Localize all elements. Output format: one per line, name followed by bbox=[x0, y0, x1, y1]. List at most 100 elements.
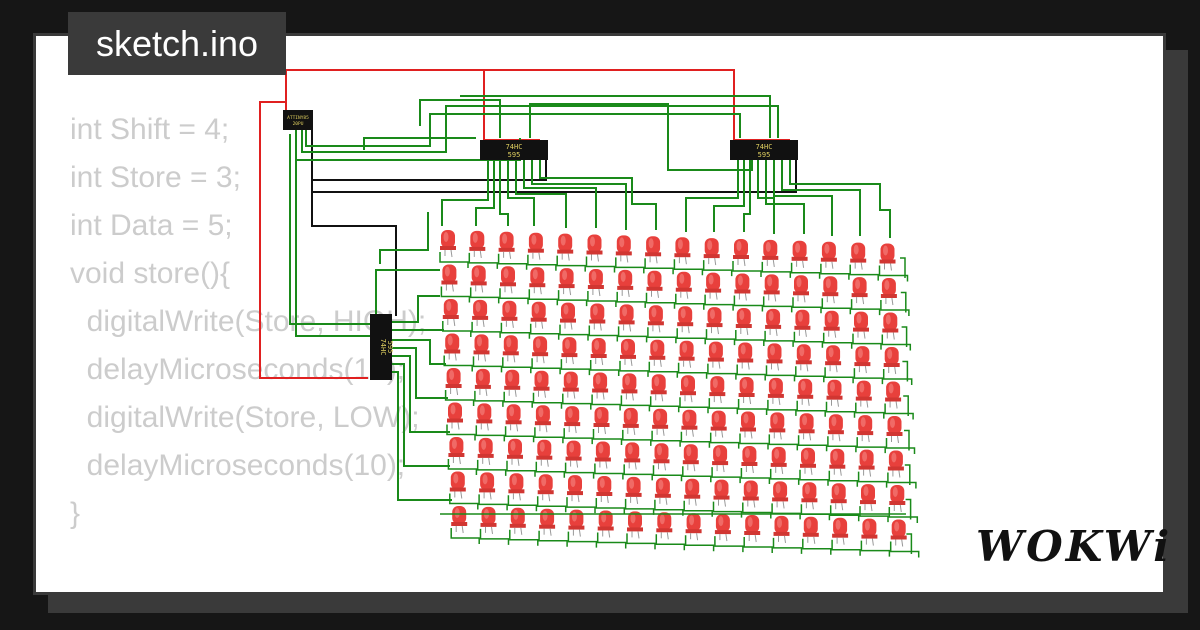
led[interactable] bbox=[762, 239, 779, 267]
led[interactable] bbox=[826, 379, 843, 407]
led[interactable] bbox=[855, 380, 872, 408]
led[interactable] bbox=[441, 264, 458, 292]
led[interactable] bbox=[647, 305, 664, 333]
shift-register-3[interactable]: 74HC 595 bbox=[370, 314, 394, 380]
led[interactable] bbox=[887, 450, 904, 478]
led[interactable] bbox=[449, 471, 466, 499]
led[interactable] bbox=[763, 274, 780, 302]
led[interactable] bbox=[480, 506, 497, 534]
led[interactable] bbox=[473, 334, 490, 362]
led[interactable] bbox=[505, 404, 522, 432]
led[interactable] bbox=[794, 309, 811, 337]
led[interactable] bbox=[741, 446, 758, 474]
led[interactable] bbox=[564, 406, 581, 434]
led[interactable] bbox=[853, 311, 869, 339]
led[interactable] bbox=[709, 376, 726, 404]
led[interactable] bbox=[476, 403, 493, 431]
led[interactable] bbox=[829, 448, 846, 476]
led[interactable] bbox=[592, 372, 609, 400]
led[interactable] bbox=[793, 275, 809, 303]
led[interactable] bbox=[712, 445, 729, 473]
led[interactable] bbox=[560, 302, 576, 330]
led[interactable] bbox=[832, 517, 849, 545]
led[interactable] bbox=[509, 507, 526, 535]
led[interactable] bbox=[795, 344, 812, 372]
led[interactable] bbox=[684, 478, 701, 506]
led[interactable] bbox=[646, 270, 663, 298]
led[interactable] bbox=[539, 508, 556, 536]
led[interactable] bbox=[530, 301, 547, 329]
led[interactable] bbox=[705, 272, 722, 300]
led[interactable] bbox=[508, 473, 525, 501]
led[interactable] bbox=[737, 342, 754, 370]
led[interactable] bbox=[682, 444, 699, 472]
led[interactable] bbox=[714, 514, 731, 542]
led[interactable] bbox=[677, 306, 694, 334]
led[interactable] bbox=[827, 414, 844, 442]
led[interactable] bbox=[504, 369, 521, 397]
led[interactable] bbox=[685, 513, 702, 541]
led[interactable] bbox=[802, 516, 819, 544]
led[interactable] bbox=[477, 437, 494, 465]
led[interactable] bbox=[825, 345, 842, 373]
led[interactable] bbox=[801, 482, 818, 510]
led[interactable] bbox=[713, 479, 730, 507]
led[interactable] bbox=[703, 238, 720, 266]
led[interactable] bbox=[733, 239, 749, 267]
led[interactable] bbox=[772, 481, 789, 509]
led[interactable] bbox=[797, 378, 814, 406]
led[interactable] bbox=[442, 299, 459, 327]
led[interactable] bbox=[562, 371, 579, 399]
led[interactable] bbox=[586, 234, 603, 262]
led[interactable] bbox=[858, 449, 875, 477]
led[interactable] bbox=[587, 269, 604, 297]
led[interactable] bbox=[470, 265, 487, 293]
led[interactable] bbox=[596, 476, 613, 504]
led[interactable] bbox=[791, 240, 808, 268]
led[interactable] bbox=[889, 485, 906, 513]
led[interactable] bbox=[649, 339, 666, 367]
led[interactable] bbox=[451, 506, 468, 534]
led[interactable] bbox=[885, 381, 902, 409]
led[interactable] bbox=[744, 515, 761, 543]
led[interactable] bbox=[532, 336, 549, 364]
led[interactable] bbox=[890, 519, 907, 547]
led[interactable] bbox=[710, 410, 727, 438]
led[interactable] bbox=[850, 242, 867, 270]
led[interactable] bbox=[823, 310, 840, 338]
led[interactable] bbox=[593, 407, 610, 435]
led[interactable] bbox=[645, 236, 662, 264]
led[interactable] bbox=[558, 268, 575, 296]
led[interactable] bbox=[654, 477, 671, 505]
led[interactable] bbox=[652, 408, 669, 436]
led[interactable] bbox=[529, 267, 546, 295]
led[interactable] bbox=[561, 337, 578, 365]
led[interactable] bbox=[597, 510, 614, 538]
led[interactable] bbox=[590, 338, 607, 366]
led[interactable] bbox=[857, 415, 874, 443]
led[interactable] bbox=[740, 411, 756, 439]
led[interactable] bbox=[502, 335, 519, 363]
led[interactable] bbox=[469, 230, 486, 258]
led[interactable] bbox=[448, 437, 465, 465]
led[interactable] bbox=[798, 413, 815, 441]
led[interactable] bbox=[656, 512, 673, 540]
led[interactable] bbox=[678, 340, 695, 368]
led[interactable] bbox=[822, 276, 839, 304]
led[interactable] bbox=[769, 412, 786, 440]
led[interactable] bbox=[537, 474, 554, 502]
led[interactable] bbox=[618, 304, 635, 332]
led[interactable] bbox=[472, 299, 489, 327]
shift-register-2[interactable]: 74HC 595 bbox=[730, 140, 798, 160]
led[interactable] bbox=[707, 341, 724, 369]
led[interactable] bbox=[735, 308, 752, 336]
led[interactable] bbox=[742, 480, 759, 508]
led[interactable] bbox=[653, 443, 670, 471]
led[interactable] bbox=[681, 409, 698, 437]
led[interactable] bbox=[445, 368, 462, 396]
led[interactable] bbox=[498, 231, 515, 259]
led[interactable] bbox=[820, 241, 837, 269]
led[interactable] bbox=[444, 333, 461, 361]
led[interactable] bbox=[675, 271, 692, 299]
led[interactable] bbox=[479, 472, 496, 500]
